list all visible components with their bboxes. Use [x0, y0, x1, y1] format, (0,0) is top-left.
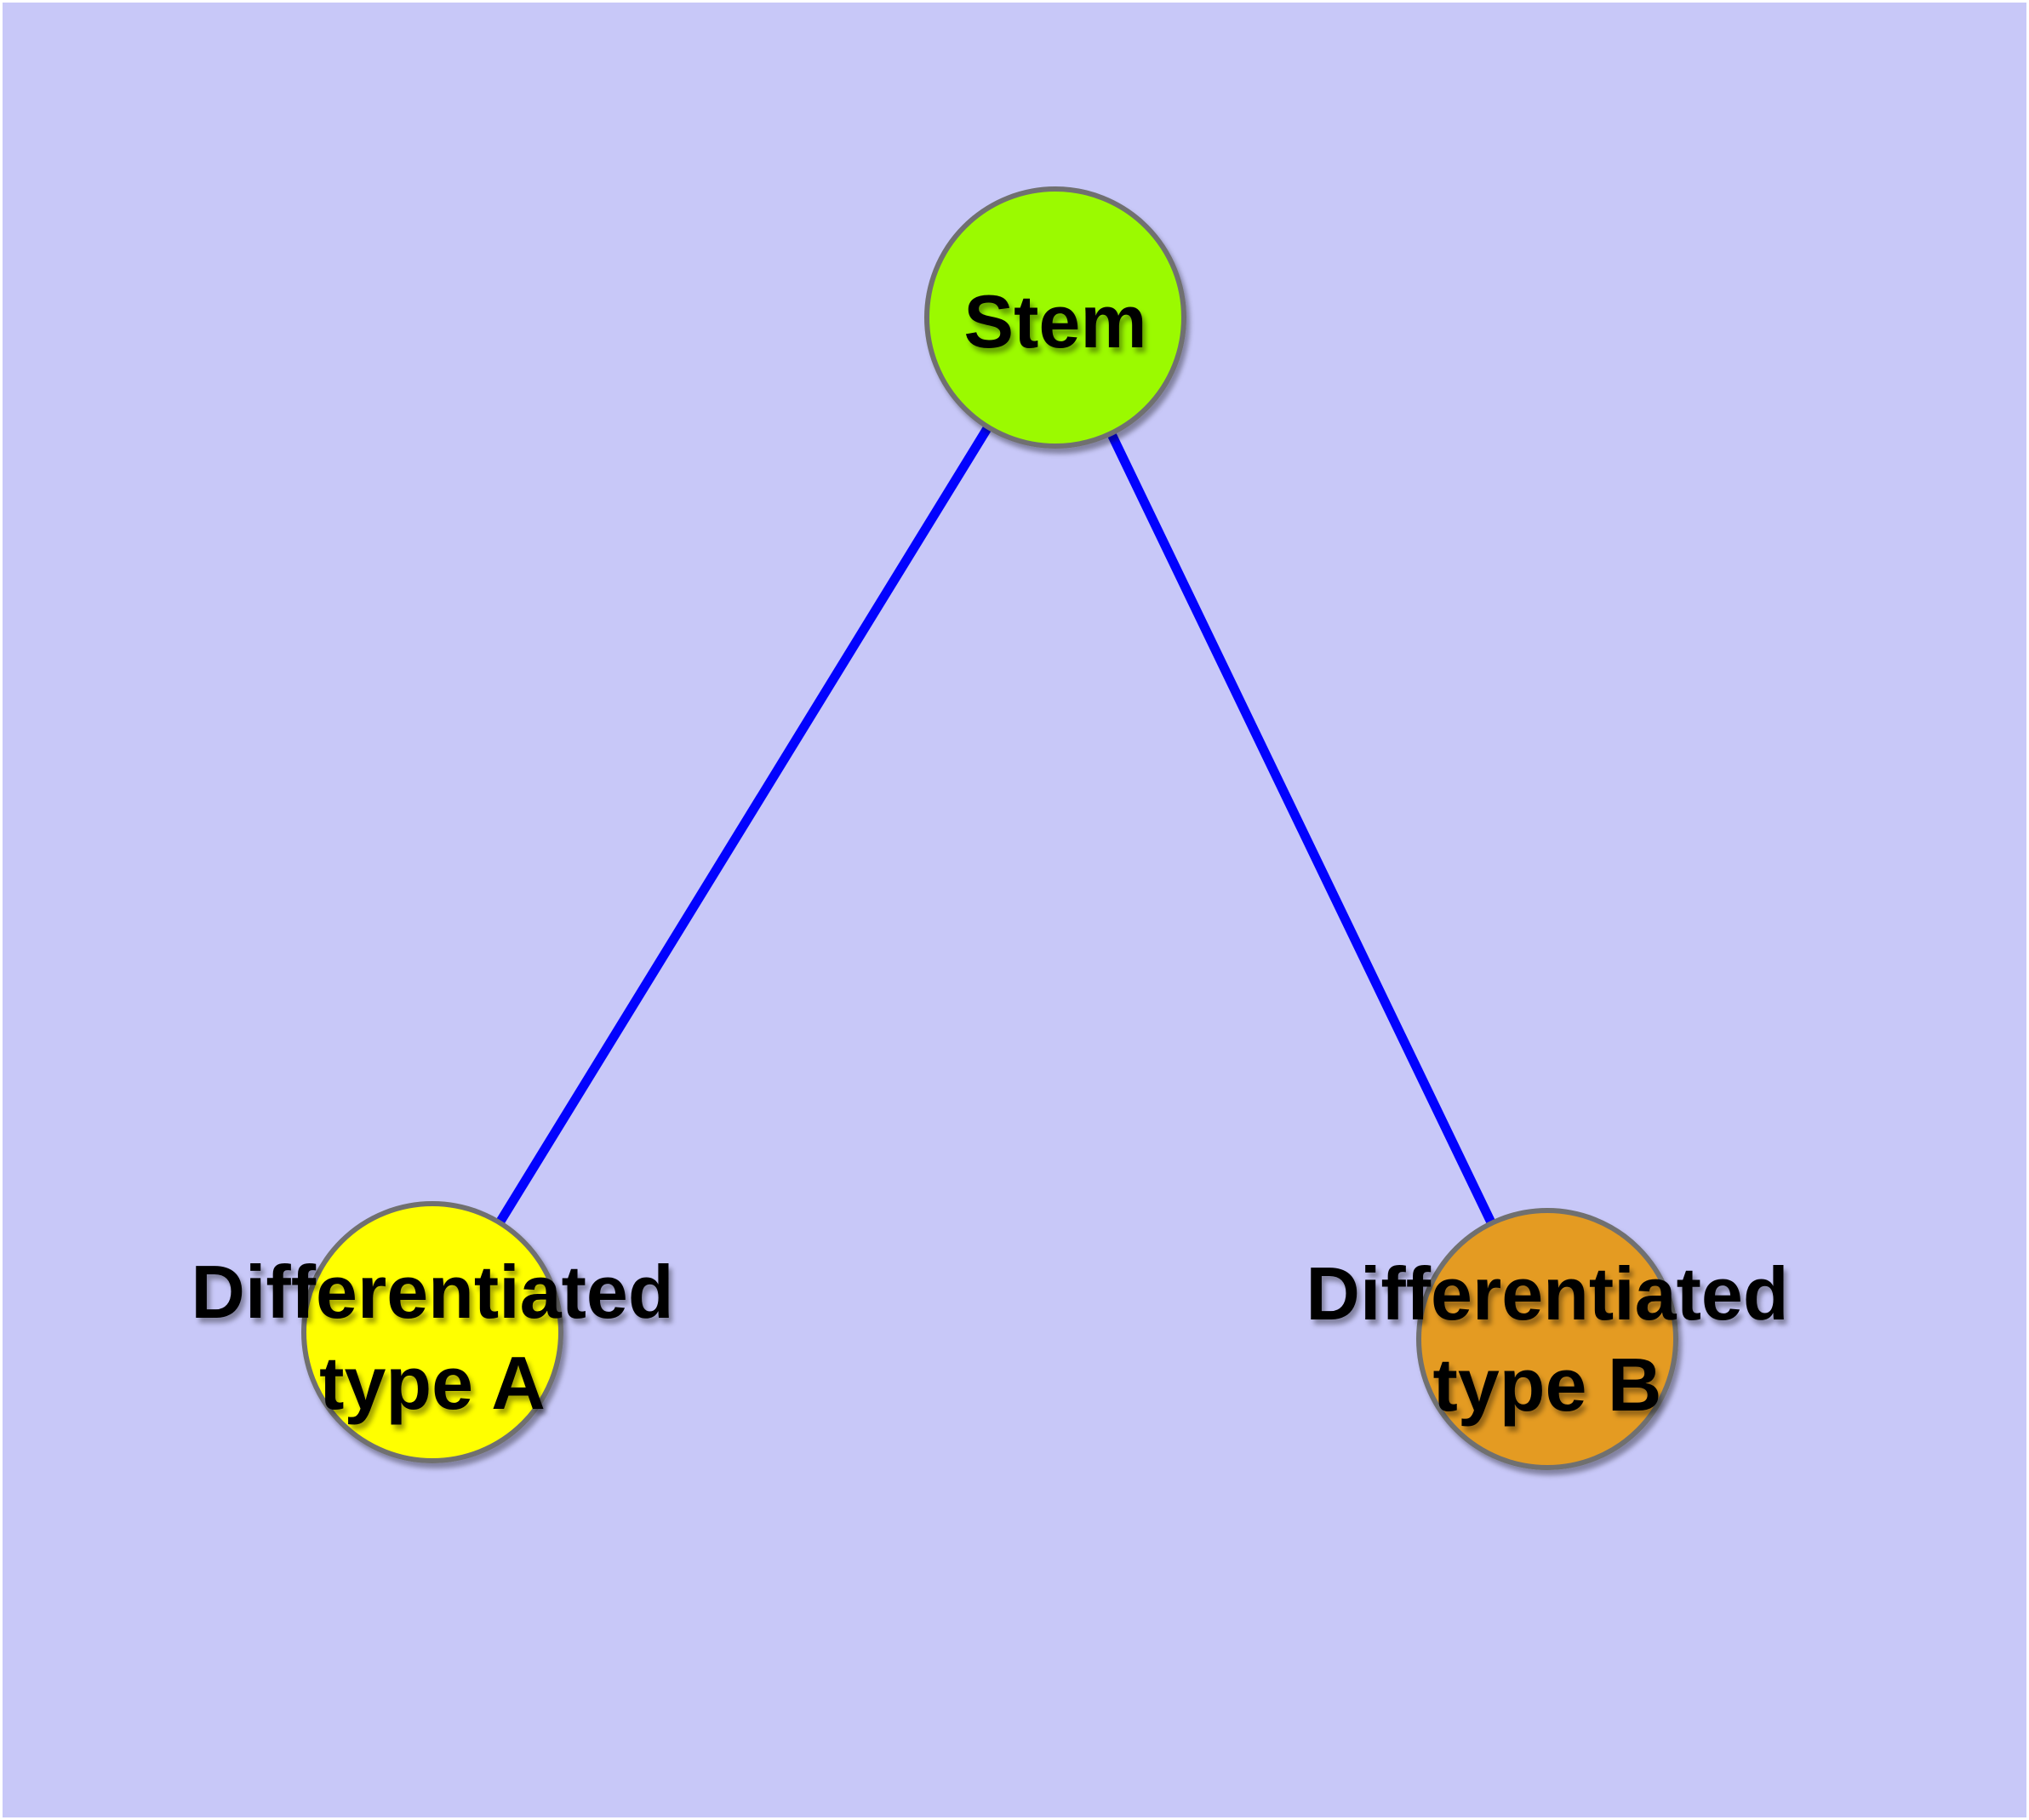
node-type-a-label-line1: Differentiated — [191, 1250, 673, 1334]
edge-stem-to-type-a — [428, 315, 1060, 1335]
node-differentiated-type-a: Differentiated type A — [191, 1201, 674, 1463]
node-type-a-label-line2: type A — [319, 1341, 546, 1425]
node-stem-circle — [924, 186, 1186, 449]
node-differentiated-type-b: Differentiated type B — [1306, 1208, 1789, 1470]
edge-stem-to-type-b — [1051, 315, 1552, 1342]
node-type-a-circle — [301, 1201, 563, 1463]
node-stem: Stem — [924, 186, 1186, 449]
node-type-b-circle — [1416, 1208, 1678, 1470]
node-type-b-label-line1: Differentiated — [1306, 1251, 1788, 1336]
node-type-b-label-line2: type B — [1433, 1342, 1662, 1427]
edges — [428, 315, 1552, 1342]
node-stem-label: Stem — [963, 279, 1146, 363]
